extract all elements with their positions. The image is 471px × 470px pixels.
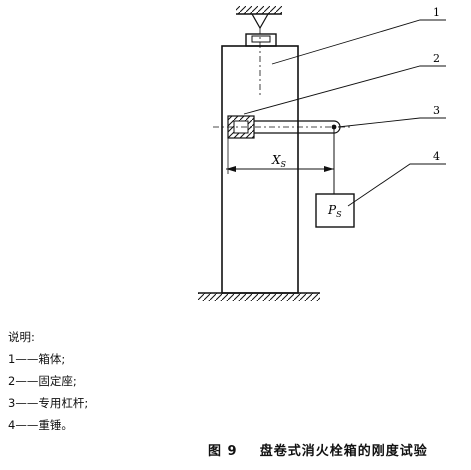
legend-heading: 说明: <box>8 330 35 344</box>
dimension-label: XS <box>271 153 287 169</box>
weight-label: PS <box>327 203 342 219</box>
figure-title: 盘卷式消火栓箱的刚度试验 <box>259 444 428 459</box>
leader-lines <box>243 19 446 207</box>
callout-1: 1 <box>433 6 440 19</box>
legend-item-3: 3——专用杠杆; <box>8 396 89 410</box>
hanger-hook <box>245 33 277 47</box>
figure-caption: 图 9 盘卷式消火栓箱的刚度试验 <box>208 440 428 459</box>
dimension-xs <box>226 138 334 174</box>
ceiling-support <box>236 6 282 30</box>
ground-base <box>198 292 320 301</box>
legend: 说明: 1——箱体; 2——固定座; 3——专用杠杆; 4——重锤。 <box>8 326 88 436</box>
legend-item-4: 4——重锤。 <box>8 418 73 432</box>
callout-2: 2 <box>433 52 440 65</box>
weight-block <box>315 193 355 228</box>
legend-item-1: 1——箱体; <box>8 352 66 366</box>
callout-3: 3 <box>433 104 440 117</box>
callout-4: 4 <box>433 150 440 163</box>
legend-item-2: 2——固定座; <box>8 374 77 388</box>
figure-number: 图 9 <box>208 444 238 459</box>
